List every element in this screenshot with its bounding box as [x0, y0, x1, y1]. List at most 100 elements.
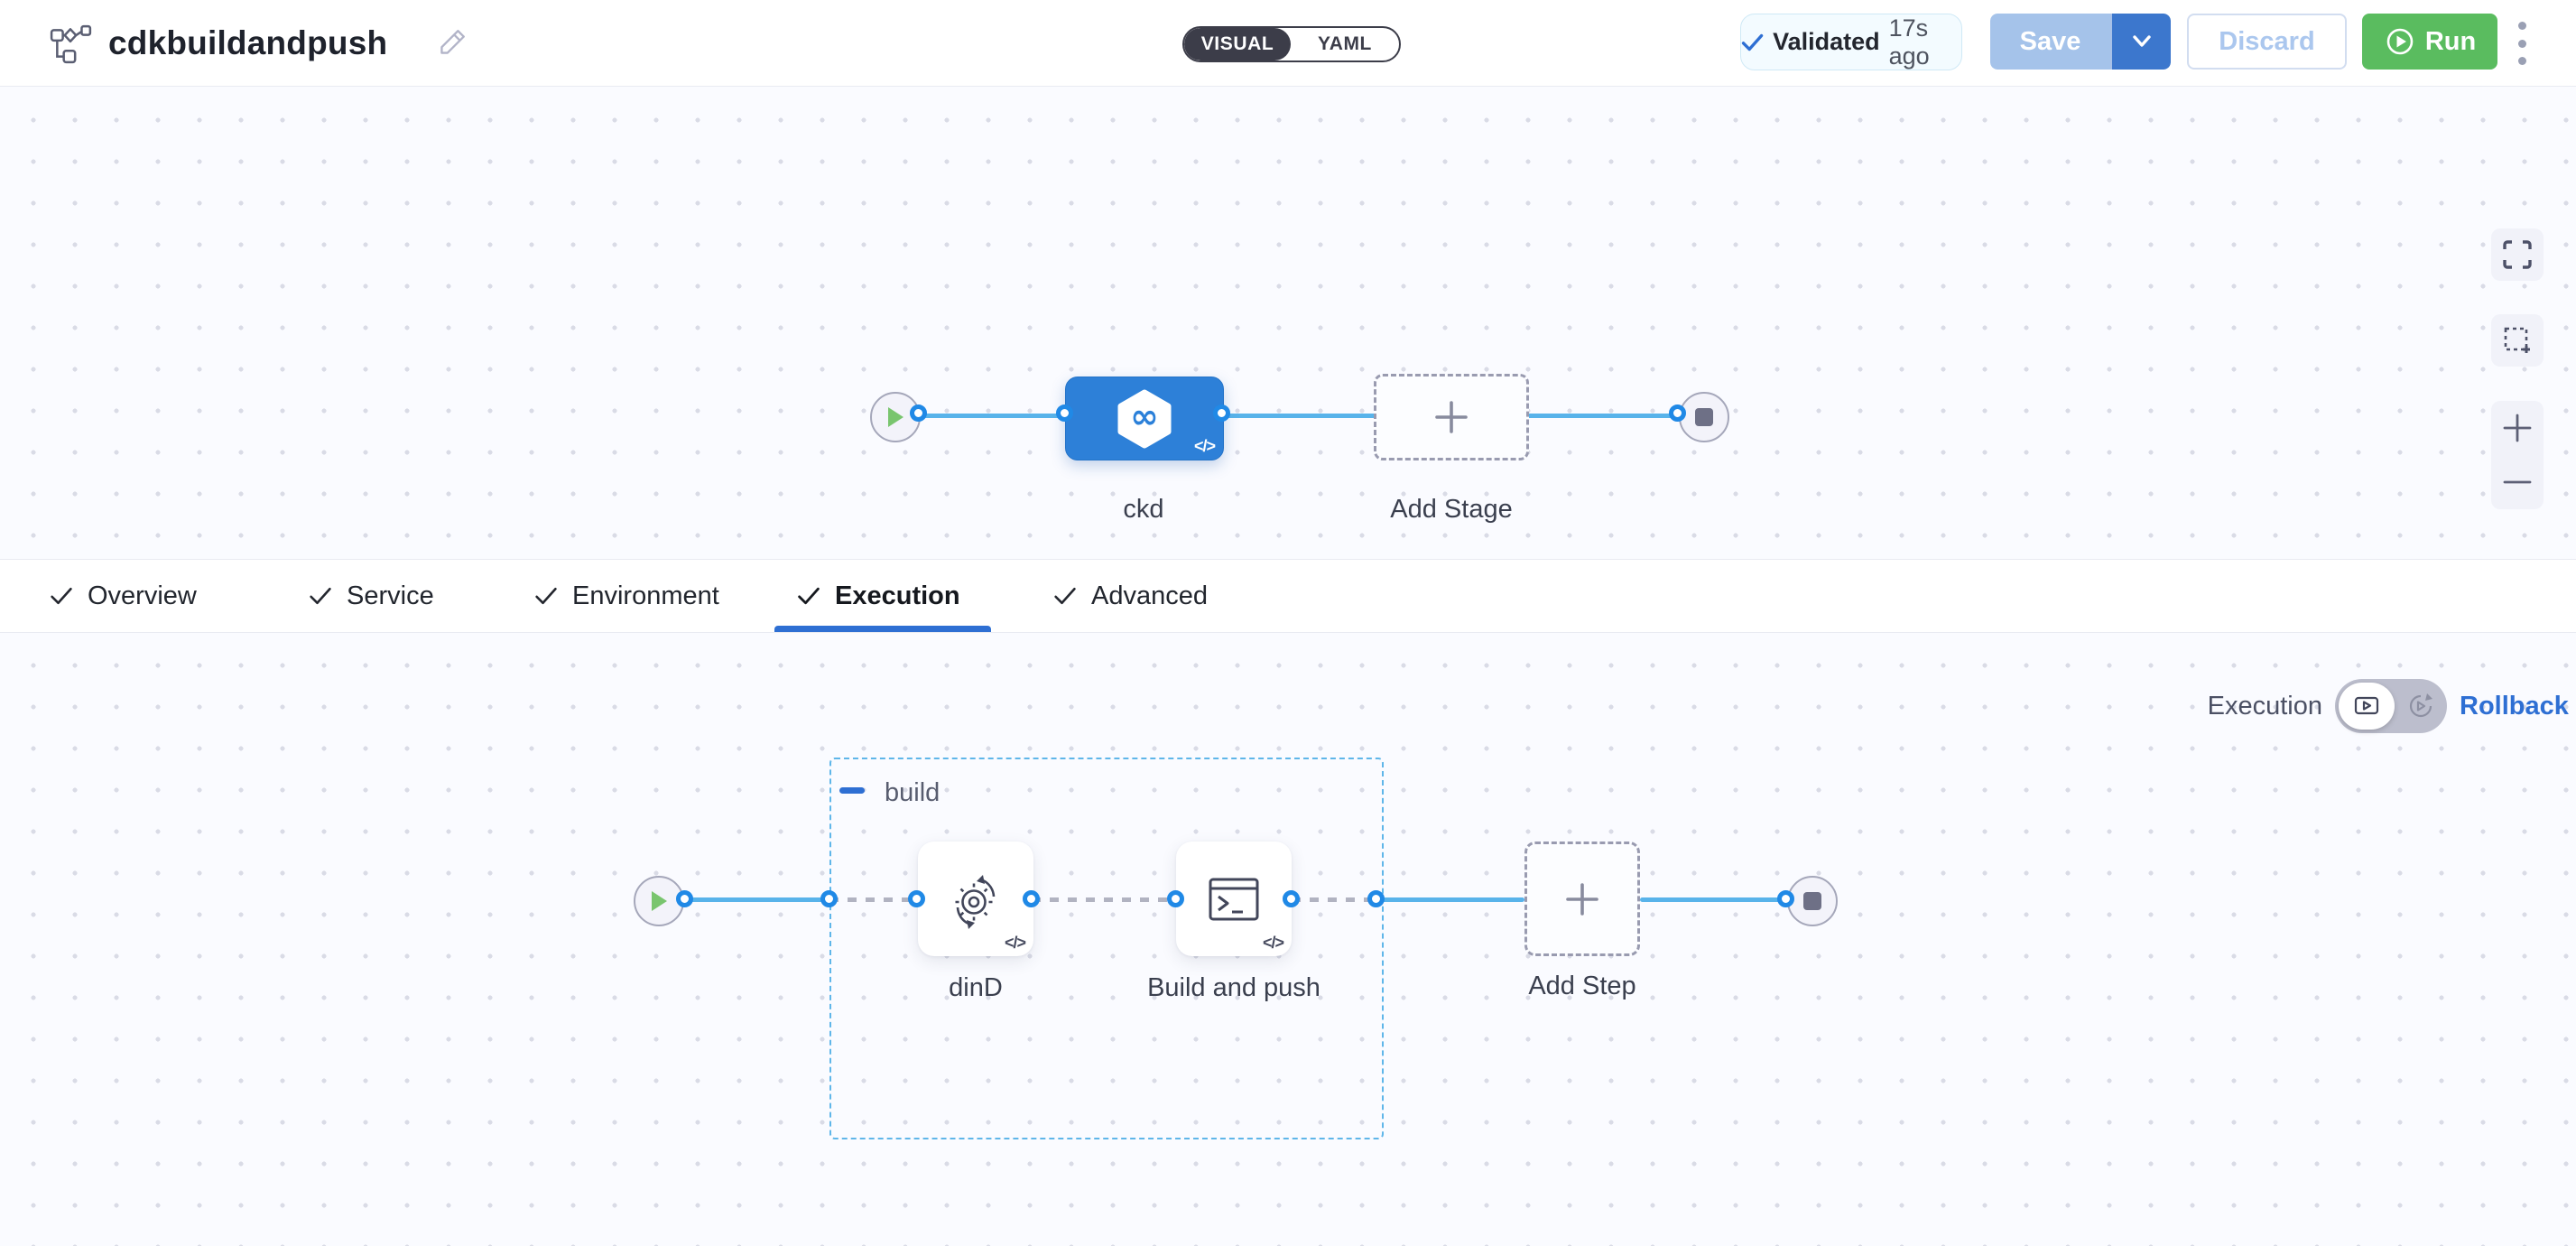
connector-port[interactable]	[1283, 890, 1300, 907]
save-options-button[interactable]	[2110, 14, 2171, 70]
rollback-mode-segment[interactable]	[2395, 679, 2447, 733]
execution-end-node	[1787, 876, 1838, 926]
tab-label: Overview	[88, 581, 197, 610]
zoom-in-button[interactable]	[2499, 410, 2535, 446]
rollback-icon	[2409, 693, 2432, 718]
collapse-group-button[interactable]	[839, 787, 865, 794]
step-node-dind[interactable]: </>	[918, 842, 1033, 956]
stage-connector-line	[919, 414, 1065, 418]
connector-port[interactable]	[1056, 404, 1073, 422]
step-connector-dashed	[1292, 897, 1376, 902]
connector-port[interactable]	[908, 890, 925, 907]
stop-icon	[1803, 892, 1821, 910]
more-options-button[interactable]	[2513, 22, 2531, 65]
tab-environment[interactable]: Environment	[534, 560, 719, 632]
connector-port[interactable]	[676, 890, 693, 907]
visual-yaml-toggle: VISUAL YAML	[1182, 26, 1401, 62]
play-icon	[888, 407, 903, 427]
add-step-button[interactable]	[1524, 842, 1640, 956]
step-connector-dashed	[829, 897, 917, 902]
check-icon	[535, 587, 557, 605]
zoom-controls	[2491, 401, 2544, 509]
step-connector-line	[685, 897, 829, 902]
step-node-build-and-push[interactable]: </>	[1176, 842, 1292, 956]
header-bar: cdkbuildandpush VISUAL YAML Validated 17…	[0, 0, 2576, 87]
selection-tool-button[interactable]	[2491, 314, 2544, 367]
stop-icon	[1695, 408, 1713, 426]
validated-label: Validated	[1773, 28, 1880, 55]
pipeline-end-node	[1679, 392, 1729, 442]
run-play-icon	[2386, 28, 2414, 55]
fullscreen-button[interactable]	[2491, 228, 2544, 281]
step-group-label: build	[885, 778, 941, 807]
terminal-icon	[1209, 878, 1259, 920]
tab-label: Advanced	[1091, 581, 1208, 610]
stage-canvas[interactable]: ∞ </> ckd Add Stage	[0, 87, 2576, 559]
validated-badge[interactable]: Validated 17s ago	[1740, 14, 1962, 70]
connector-port[interactable]	[910, 404, 927, 422]
tab-execution[interactable]: Execution	[797, 560, 960, 632]
plus-icon	[1566, 882, 1598, 916]
check-icon	[1054, 587, 1076, 605]
stage-label: ckd	[1123, 495, 1164, 524]
connector-port[interactable]	[1167, 890, 1184, 907]
plus-icon	[1435, 401, 1468, 433]
validated-time: 17s ago	[1888, 14, 1930, 70]
visual-mode-button[interactable]: VISUAL	[1184, 28, 1291, 60]
chevron-down-icon	[2132, 35, 2151, 47]
add-step-label: Add Step	[1528, 972, 1636, 1000]
execution-mode-label: Execution	[2207, 692, 2322, 721]
execution-canvas[interactable]: Execution Rollback build	[0, 632, 2576, 1246]
stage-tabbar: Overview Service Environment Execution A…	[0, 559, 2576, 633]
add-stage-label: Add Stage	[1390, 495, 1513, 524]
ci-stage-icon: ∞	[1117, 389, 1172, 448]
play-icon	[652, 891, 667, 911]
code-icon: </>	[1004, 934, 1026, 952]
save-split-button: Save	[1990, 14, 2171, 70]
check-icon	[310, 587, 331, 605]
step-group-build[interactable]	[829, 758, 1384, 1139]
run-label: Run	[2424, 26, 2477, 56]
check-icon	[51, 587, 72, 605]
zoom-out-button[interactable]	[2499, 464, 2535, 500]
connector-port[interactable]	[1213, 404, 1230, 422]
step-connector-line	[1376, 897, 1524, 902]
step-connector-dashed	[1032, 897, 1176, 902]
connector-port[interactable]	[1023, 890, 1040, 907]
fullscreen-icon	[2503, 240, 2532, 269]
tab-advanced[interactable]: Advanced	[1053, 560, 1208, 632]
connector-port[interactable]	[1367, 890, 1385, 907]
edit-pencil-icon[interactable]	[435, 27, 468, 60]
step-label: Build and push	[1147, 973, 1320, 1002]
tab-service[interactable]: Service	[309, 560, 434, 632]
execution-rollback-toggle[interactable]	[2335, 679, 2447, 733]
pipeline-start-node	[870, 392, 921, 442]
active-tab-indicator	[774, 626, 991, 632]
step-label: dinD	[949, 973, 1003, 1002]
code-icon: </>	[1193, 437, 1216, 455]
marquee-select-icon	[2504, 327, 2530, 353]
connector-port[interactable]	[1669, 404, 1686, 422]
svg-text:∞: ∞	[1130, 396, 1159, 436]
dind-service-icon	[955, 874, 996, 929]
tab-label: Execution	[835, 581, 960, 610]
tab-overview[interactable]: Overview	[50, 560, 197, 632]
step-connector-line	[1640, 897, 1786, 902]
tab-label: Environment	[572, 581, 719, 610]
discard-button[interactable]: Discard	[2187, 14, 2347, 70]
add-stage-button[interactable]	[1374, 374, 1529, 460]
save-button[interactable]: Save	[1990, 14, 2110, 70]
execution-mode-segment[interactable]	[2339, 683, 2395, 730]
run-button[interactable]: Run	[2362, 14, 2497, 70]
yaml-mode-button[interactable]: YAML	[1318, 33, 1372, 54]
connector-port[interactable]	[1777, 890, 1794, 907]
execution-play-icon	[2354, 696, 2379, 715]
stage-node-ckd[interactable]: ∞ </>	[1065, 377, 1224, 460]
check-icon	[1741, 33, 1764, 51]
rollback-link[interactable]: Rollback	[2460, 692, 2569, 721]
tab-label: Service	[347, 581, 434, 610]
connector-port[interactable]	[820, 890, 838, 907]
check-icon	[798, 587, 820, 605]
code-icon: </>	[1262, 934, 1284, 952]
